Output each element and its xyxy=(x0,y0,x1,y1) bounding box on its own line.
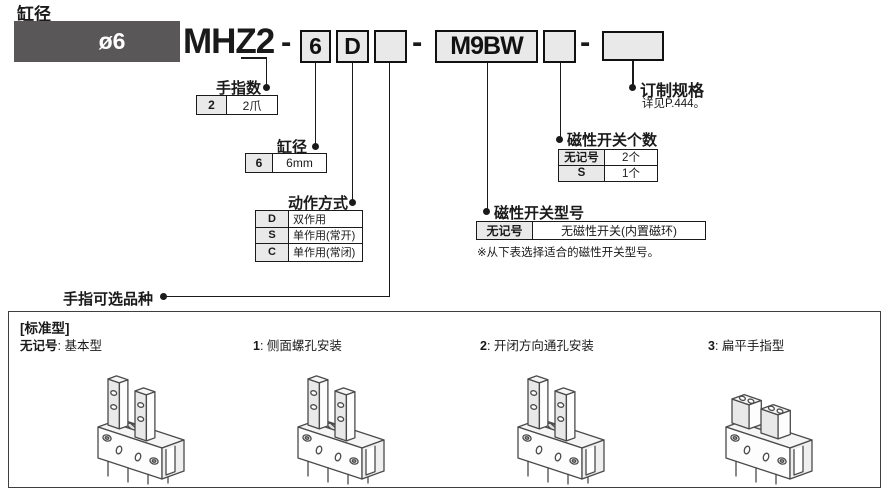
model-dash: - xyxy=(281,24,292,59)
code-box-switch-model: M9BW xyxy=(435,30,538,63)
table-cell: 6 xyxy=(246,154,273,172)
variant-code: 2 xyxy=(480,339,487,353)
finger-count-table: 2 2爪 xyxy=(196,95,278,115)
leader-line xyxy=(164,295,390,298)
variant-name: : 扁平手指型 xyxy=(714,339,785,353)
leader-line xyxy=(486,63,489,211)
code-box-finger-option xyxy=(374,30,407,63)
gripper-illustration-basic xyxy=(78,349,228,487)
leader-line xyxy=(314,63,317,146)
callout-dot xyxy=(312,143,319,150)
callout-switch-qty-title: 磁性开关个数 xyxy=(567,132,658,149)
bore-table: 6 6mm xyxy=(245,153,327,173)
variant-code: 1 xyxy=(253,339,260,353)
code-box-action: D xyxy=(336,30,369,63)
table-cell: 单作用(常闭) xyxy=(293,247,356,260)
table-cell: S xyxy=(256,227,289,244)
leader-line xyxy=(241,57,267,59)
callout-dot xyxy=(349,199,356,206)
gripper-illustration-through-hole xyxy=(498,349,648,487)
leader-line xyxy=(265,57,268,87)
table-cell: 无记号 xyxy=(477,222,533,239)
callout-switch-model-title: 磁性开关型号 xyxy=(494,205,585,222)
code-box-bore: 6 xyxy=(300,30,331,63)
variant-label-basic: 无记号: 基本型 xyxy=(20,335,102,354)
model-dash: - xyxy=(580,24,591,59)
table-cell: 双作用 xyxy=(289,211,362,228)
table-cell: 单作用(常开) xyxy=(289,228,362,244)
variant-name: : 基本型 xyxy=(57,339,102,353)
variant-label-side-tapped: 1: 侧面螺孔安装 xyxy=(253,335,342,354)
made-to-order-note: 详见P.444。 xyxy=(642,98,706,110)
variant-code: 无记号 xyxy=(20,339,58,353)
leader-line xyxy=(351,63,354,202)
table-cell: 2 xyxy=(197,96,227,114)
page-title: 缸径 xyxy=(17,5,51,24)
variant-code: 3 xyxy=(708,339,715,353)
switch-model-table: 无记号 无磁性开关(内置磁环) xyxy=(476,221,706,240)
finger-variants-panel: [标准型] 无记号: 基本型 1: 侧面螺孔安装 2: 开闭方向通孔安装 3: … xyxy=(8,311,881,488)
variant-name: : 开闭方向通孔安装 xyxy=(486,339,594,353)
callout-dot xyxy=(160,293,167,300)
variant-label-flat-finger: 3: 扁平手指型 xyxy=(708,335,784,354)
callout-dot xyxy=(629,84,636,91)
callout-finger-count-title: 手指数 xyxy=(216,80,262,97)
callout-made-to-order-title: 订制规格 xyxy=(640,83,705,100)
callout-dot xyxy=(483,208,490,215)
variant-name: : 侧面螺孔安装 xyxy=(259,339,342,353)
table-cell: 2爪 xyxy=(242,98,262,113)
model-prefix: MHZ2 xyxy=(183,22,275,61)
model-dash: - xyxy=(412,24,423,59)
callout-bore-title: 缸径 xyxy=(277,139,308,156)
callout-finger-option-title: 手指可选品种 xyxy=(63,291,154,308)
table-cell: S xyxy=(559,165,605,181)
table-cell: C xyxy=(256,244,289,261)
code-box-made-to-order xyxy=(602,31,664,61)
variants-group-label: [标准型] xyxy=(20,321,70,336)
table-cell: D xyxy=(256,211,289,228)
leader-line xyxy=(632,61,634,87)
code-box-switch-qty xyxy=(543,30,576,63)
switch-qty-table: 无记号 2个 S 1个 xyxy=(558,149,658,182)
table-cell: 2个 xyxy=(605,150,657,166)
switch-model-note: ※从下表选择适合的磁性开关型号。 xyxy=(477,247,660,259)
callout-dot xyxy=(556,136,563,143)
gripper-illustration-side-tapped xyxy=(278,349,428,487)
table-cell: 无磁性开关(内置磁环) xyxy=(561,224,677,238)
table-cell: 1个 xyxy=(622,168,640,181)
table-cell: 6mm xyxy=(286,156,313,170)
leader-line xyxy=(388,63,391,297)
callout-dot xyxy=(263,84,270,91)
variant-label-through-hole: 2: 开闭方向通孔安装 xyxy=(480,335,594,354)
action-table: D 双作用 S 单作用(常开) C 单作用(常闭) xyxy=(255,210,363,262)
gripper-illustration-flat-finger xyxy=(706,349,856,487)
bore-badge: ø6 xyxy=(14,21,180,62)
table-cell: 无记号 xyxy=(559,150,605,166)
callout-action-title: 动作方式 xyxy=(288,195,349,212)
leader-line xyxy=(559,63,562,140)
